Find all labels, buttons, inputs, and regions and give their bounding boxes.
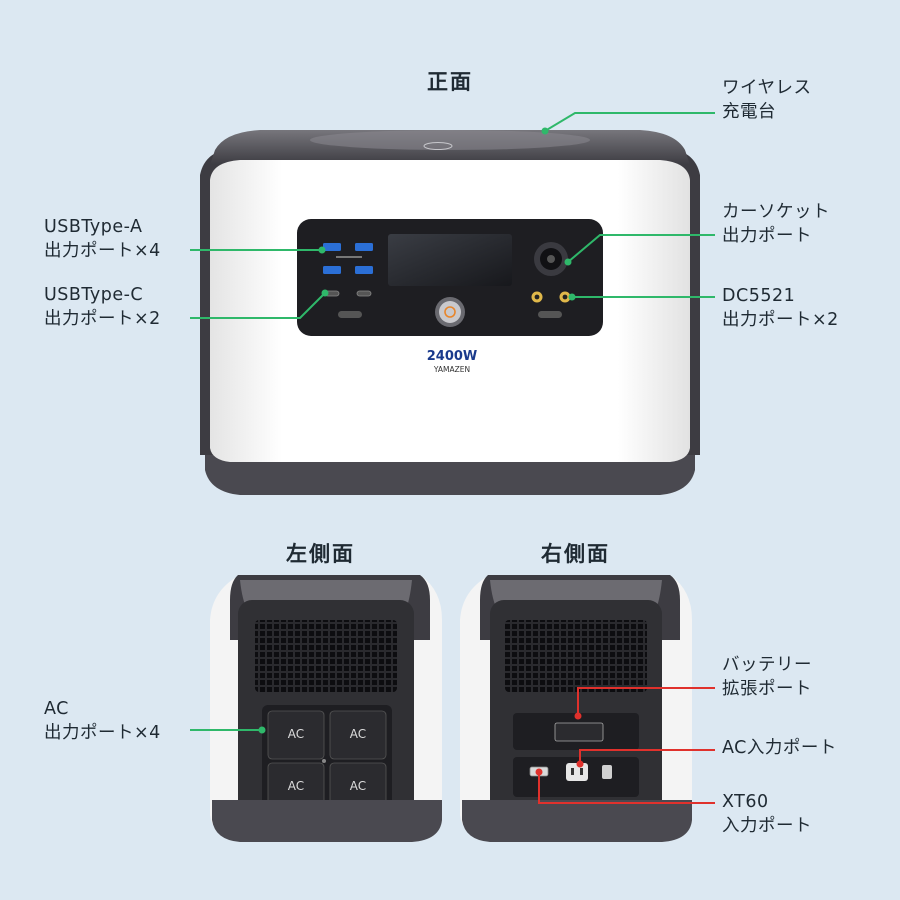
callout-line-car-socket (567, 234, 715, 263)
label-xt60: XT60 入力ポート (722, 792, 812, 836)
callout-line-xt60 (538, 772, 715, 804)
front-unit (200, 130, 700, 495)
callout-line-wireless (544, 112, 715, 132)
left-side-unit (210, 575, 442, 842)
brand-text: YAMAZEN (433, 365, 470, 374)
ac-outlet-label-2: AC (350, 727, 366, 741)
label-usb-c: USBType-C 出力ポート×2 (44, 285, 161, 329)
right-side-title: 右側面 (541, 542, 610, 566)
label-wireless-charger: ワイヤレス 充電台 (722, 78, 812, 122)
ac-outlet-label-4: AC (350, 779, 366, 793)
usb-c-ports (324, 290, 372, 297)
label-battery-expansion: バッテリー 拡張ポート (722, 655, 812, 699)
model-text: 2400W (427, 349, 478, 364)
front-title: 正面 (427, 70, 473, 94)
right-side-unit (460, 575, 692, 842)
label-usb-a: USBType-A 出力ポート×4 (44, 217, 161, 261)
label-car-socket: カーソケット 出力ポート (722, 202, 830, 246)
lcd-screen (388, 234, 512, 286)
callout-line-ac-input (579, 749, 715, 764)
label-ac-input: AC入力ポート (722, 738, 837, 758)
left-side-title: 左側面 (286, 542, 355, 566)
callout-line-battery (577, 687, 715, 716)
vent-grille (255, 620, 397, 692)
usb-a-ports (323, 243, 373, 274)
ac-outlet-label-3: AC (288, 779, 304, 793)
ac-outlet-label-1: AC (288, 727, 304, 741)
label-dc5521: DC5521 出力ポート×2 (722, 286, 839, 330)
callout-line-usb-c (190, 292, 326, 319)
red-callouts (538, 687, 715, 804)
label-ac-output: AC 出力ポート×4 (44, 699, 161, 743)
green-callouts (190, 112, 715, 731)
